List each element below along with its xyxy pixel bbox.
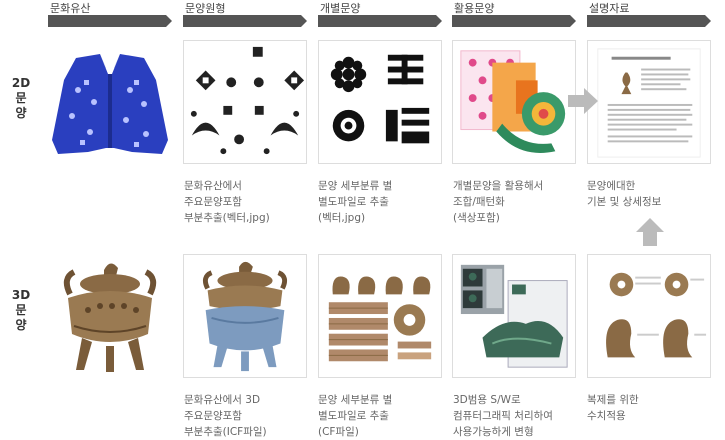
caption-line: 개별문양을 활용해서: [453, 180, 544, 192]
caption-line: (벡터,jpg): [318, 212, 366, 224]
caption-line: 주요문양포함: [184, 410, 242, 422]
row-label-2d: 2D 문 양: [6, 76, 36, 121]
row-label-line: 3D: [11, 288, 31, 302]
chevron-bar-icon: [48, 15, 172, 27]
caption-line: 주요문양포함: [184, 196, 242, 208]
thumb-prototype-patterns: [183, 40, 307, 164]
caption-line: 복제를 위한: [587, 394, 639, 406]
thumb-3d-individual: [318, 254, 442, 378]
caption-2d-description: 문양에대한 기본 및 상세정보: [587, 178, 717, 210]
thumb-3d-prototype: [183, 254, 307, 378]
caption-line: (CF파일): [318, 426, 359, 438]
col-header-description: 설명자료: [587, 0, 715, 30]
chevron-bar-icon: [183, 15, 307, 27]
caption-2d-prototype: 문화유산에서 주요문양포함 부분추출(벡터,jpg): [184, 178, 314, 226]
caption-line: 컴퓨터그래픽 처리하여: [453, 410, 553, 422]
thumb-individual-patterns: [318, 40, 442, 164]
thumb-3d-description: [587, 254, 711, 378]
thumb-description-document: [587, 40, 711, 164]
caption-3d-individual: 문양 세부분류 별 별도파일로 추출 (CF파일): [318, 392, 448, 440]
caption-line: 수치적용: [587, 410, 626, 422]
col-header-title: 활용문양: [454, 2, 495, 15]
row-label-line: 문: [15, 91, 27, 105]
col-header-title: 문화유산: [50, 2, 91, 15]
caption-line: 3D범용 S/W로: [453, 394, 521, 406]
caption-2d-individual: 문양 세부분류 별 별도파일로 추출 (벡터,jpg): [318, 178, 448, 226]
caption-line: 문양 세부분류 별: [318, 180, 393, 192]
col-header-individual: 개별문양: [318, 0, 446, 30]
col-header-title: 문양원형: [185, 2, 226, 15]
thumb-bronze-censer: [48, 254, 172, 378]
caption-line: 사용가능하게 변형: [453, 426, 534, 438]
caption-line: 문양 세부분류 별: [318, 394, 393, 406]
caption-line: 기본 및 상세정보: [587, 196, 662, 208]
caption-line: 문화유산에서: [184, 180, 242, 192]
col-header-applied: 활용문양: [452, 0, 580, 30]
caption-line: 조합/패턴화: [453, 196, 505, 208]
arrow-right-icon: [568, 88, 598, 114]
caption-line: 별도파일로 추출: [318, 410, 389, 422]
caption-line: 부분추출(벡터,jpg): [184, 212, 270, 224]
row-label-line: 양: [15, 106, 27, 120]
chevron-bar-icon: [587, 15, 711, 27]
caption-2d-applied: 개별문양을 활용해서 조합/패턴화 (색상포함): [453, 178, 583, 226]
row-label-line: 문: [15, 303, 27, 317]
col-header-prototype: 문양원형: [183, 0, 311, 30]
caption-3d-applied: 3D범용 S/W로 컴퓨터그래픽 처리하여 사용가능하게 변형: [453, 392, 583, 440]
col-header-title: 개별문양: [320, 2, 361, 15]
thumb-applied-patterns: [452, 40, 576, 164]
thumb-blue-vest: [48, 40, 172, 164]
col-header-heritage: 문화유산: [48, 0, 176, 30]
chevron-bar-icon: [452, 15, 576, 27]
caption-3d-prototype: 문화유산에서 3D 주요문양포함 부분추출(ICF파일): [184, 392, 314, 440]
caption-3d-description: 복제를 위한 수치적용: [587, 392, 717, 424]
caption-line: 별도파일로 추출: [318, 196, 389, 208]
row-label-line: 양: [15, 318, 27, 332]
arrow-up-icon: [636, 218, 664, 246]
caption-line: (색상포함): [453, 212, 500, 224]
row-label-3d: 3D 문 양: [6, 288, 36, 333]
chevron-bar-icon: [318, 15, 442, 27]
caption-line: 문양에대한: [587, 180, 636, 192]
thumb-3d-applied: [452, 254, 576, 378]
caption-line: 부분추출(ICF파일): [184, 426, 267, 438]
caption-line: 문화유산에서 3D: [184, 394, 261, 406]
row-label-line: 2D: [11, 76, 31, 90]
col-header-title: 설명자료: [589, 2, 630, 15]
